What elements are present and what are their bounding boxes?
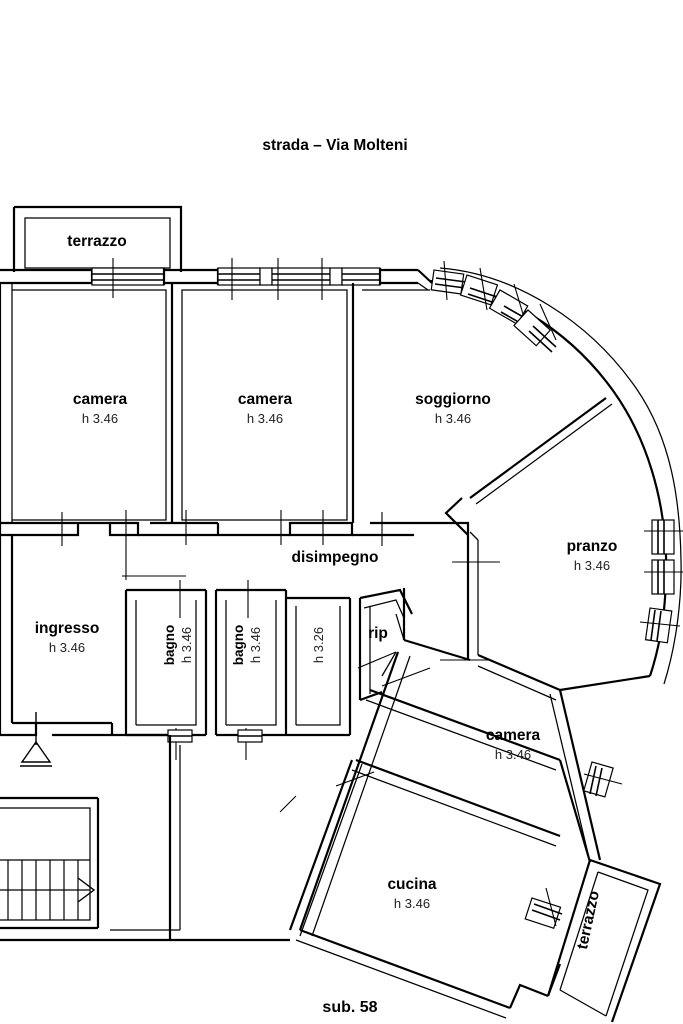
room-height-bagno_1: h 3.46 [179,627,194,663]
room-label-bagno_1: bagno [162,625,177,666]
window-north-2 [217,258,261,300]
ripostiglio-walls [357,588,413,702]
room-label-cucina: cucina [387,876,436,893]
window-curve-1 [430,260,467,301]
north-rooms-walls [0,283,470,580]
terrazzo-top-outline [12,205,183,272]
room-height-camera_2: h 3.46 [247,411,283,426]
room-labels: terrazzo camera h 3.46 camera h 3.46 sog… [35,233,618,911]
room-label-ingresso: ingresso [35,620,100,637]
entrance-arrow-icon [20,712,52,767]
north-wall [0,258,433,300]
room-height-soggiorno: h 3.46 [435,411,471,426]
room-label-camera_2: camera [238,391,293,408]
room-height-cucina: h 3.46 [394,896,430,911]
room-height-camera_1: h 3.46 [82,411,118,426]
room-label-rip: rip [368,625,388,642]
room-height-bagno_2: h 3.46 [248,627,263,663]
street-title: strada – Via Molteni [262,137,407,154]
ingresso-bath-walls [0,535,352,767]
south-diagonal-walls [279,588,623,1019]
window-north-4 [341,267,381,286]
room-height-pranzo: h 3.46 [574,558,610,573]
window-north-1 [91,258,165,298]
west-wall [0,283,13,735]
window-east-2 [644,559,683,595]
window-curve-4 [513,303,557,353]
unit-number-label: sub. 58 [322,999,377,1016]
window-north-3 [271,258,331,300]
room-label-terrazzo_top: terrazzo [67,233,126,250]
room-label-pranzo: pranzo [567,538,618,555]
window-curve-2 [459,267,501,311]
room-label-soggiorno: soggiorno [415,391,491,408]
east-facade-windows [639,519,683,685]
soggiorno-pranzo-walls [440,497,651,701]
room-height-ingresso: h 3.46 [49,640,85,655]
terrazzo-lower-outline [546,858,662,1023]
staircase [0,735,290,942]
room-label-disimpegno: disimpegno [292,549,379,566]
stair-treads [0,860,90,920]
window-east-3 [639,607,681,644]
window-cucina [524,887,563,929]
curved-facade [429,260,682,561]
stair-direction-arrow-icon [77,877,96,903]
room-label-camera_3: camera [486,727,541,744]
room-label-camera_1: camera [73,391,128,408]
room-height-camera_3: h 3.46 [495,747,531,762]
room-height-ripostiglio_h: h 3.26 [311,627,326,663]
window-camera3 [582,761,623,798]
window-east-1 [644,519,683,555]
room-label-bagno_2: bagno [231,625,246,666]
